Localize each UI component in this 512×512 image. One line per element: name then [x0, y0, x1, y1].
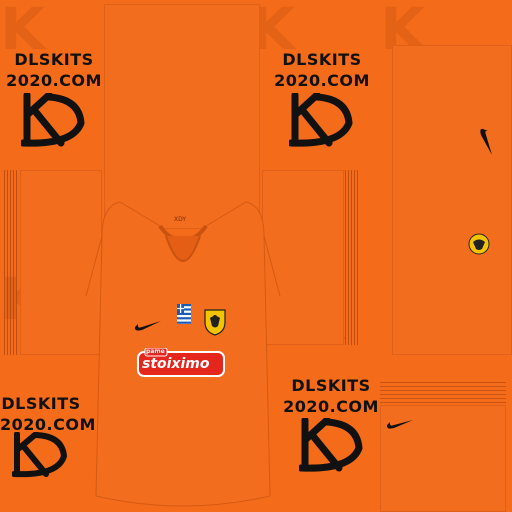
- bg-pattern-mark: K: [0, 0, 45, 63]
- watermark-line1: DLSKITS: [1, 394, 81, 413]
- watermark-line1: DLSKITS: [14, 50, 94, 69]
- right-sleeve-panel: [392, 45, 512, 355]
- watermark-block: DLSKITS 2020.COM: [2, 49, 106, 91]
- dk-logo-icon: [299, 418, 363, 472]
- dk-logo-icon: [289, 93, 353, 147]
- watermark-line2: 2020.COM: [274, 71, 370, 90]
- left-sleeve-panel: [20, 170, 102, 355]
- greek-flag-icon: [177, 304, 191, 324]
- watermark-line2: 2020.COM: [6, 71, 102, 90]
- dk-logo-icon: [12, 432, 68, 478]
- nike-swoosh-icon: [134, 321, 161, 331]
- collar-label: XDY: [174, 216, 187, 223]
- sponsor-small-text: pame: [146, 348, 165, 355]
- shirt-back-panel: [104, 4, 260, 229]
- right-side-panel: [262, 170, 344, 345]
- watermark-line2: 2020.COM: [0, 415, 96, 434]
- watermark-line1: DLSKITS: [282, 50, 362, 69]
- sponsor-main-text: stoiximo: [142, 356, 210, 372]
- shorts-panel: [380, 405, 506, 512]
- left-sleeve-cuff: [4, 170, 18, 355]
- watermark-line2: 2020.COM: [283, 397, 379, 416]
- shorts-waistband: [380, 382, 506, 406]
- dk-logo-icon: [21, 93, 85, 147]
- right-cuff: [345, 170, 359, 345]
- aek-crest-icon: [204, 309, 226, 336]
- nike-swoosh-icon-sleeve: [480, 128, 492, 155]
- watermark-block: DLSKITS 2020.COM: [279, 375, 383, 417]
- nike-swoosh-icon-shorts: [386, 420, 413, 429]
- aek-crest-icon-sleeve: [468, 233, 490, 255]
- sponsor-logo: [137, 348, 225, 377]
- watermark-block: DLSKITS 2020.COM: [270, 49, 374, 91]
- watermark-line1: DLSKITS: [291, 376, 371, 395]
- watermark-block: DLSKITS 2020.COM: [0, 393, 96, 435]
